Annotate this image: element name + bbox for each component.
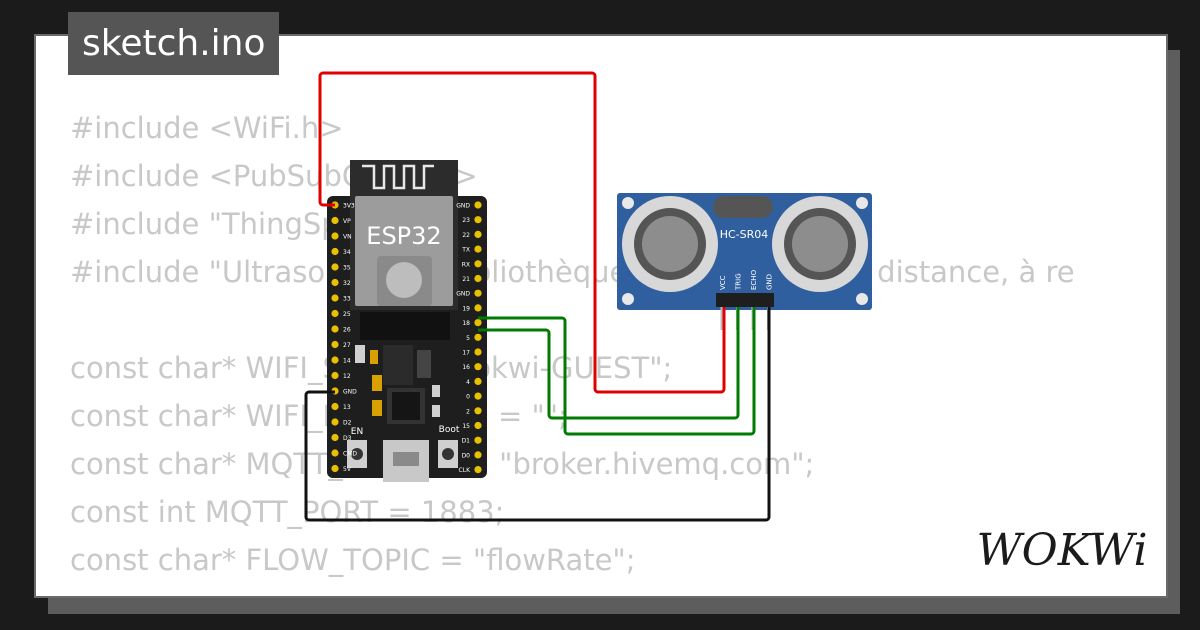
left-pin-label: 33 bbox=[343, 296, 351, 303]
left-pin[interactable] bbox=[331, 449, 339, 457]
left-pin[interactable] bbox=[331, 309, 339, 318]
left-pin[interactable] bbox=[331, 371, 339, 380]
left-pin-label: VP bbox=[343, 218, 351, 225]
esp32-label: ESP32 bbox=[366, 222, 441, 250]
right-pin-label: 18 bbox=[462, 320, 470, 327]
left-pin-label: 26 bbox=[343, 327, 351, 334]
right-pin-label: GND bbox=[456, 203, 470, 210]
right-pin[interactable] bbox=[474, 201, 482, 209]
right-pin[interactable] bbox=[474, 436, 482, 444]
right-pin-label: D1 bbox=[462, 438, 471, 445]
left-pin[interactable] bbox=[331, 325, 339, 333]
right-pin[interactable] bbox=[474, 245, 482, 253]
left-pin[interactable] bbox=[331, 402, 339, 411]
code-line: const int MQTT_PORT = 1883; bbox=[70, 495, 505, 529]
right-pin-label: 22 bbox=[462, 232, 470, 239]
left-pin-label: D3 bbox=[343, 435, 352, 442]
left-pin[interactable] bbox=[331, 433, 339, 442]
right-pin-label: RX bbox=[462, 261, 470, 268]
left-pin-label: 3V3 bbox=[343, 203, 355, 210]
right-pin[interactable] bbox=[474, 260, 482, 268]
wire-echo bbox=[478, 307, 740, 420]
right-pin[interactable] bbox=[474, 348, 482, 356]
right-pin-label: 5 bbox=[466, 335, 470, 342]
sensor-pin-label: TRIG bbox=[735, 273, 743, 291]
left-pin[interactable] bbox=[331, 278, 339, 287]
left-pin[interactable] bbox=[331, 418, 339, 426]
left-pin-label: 25 bbox=[343, 311, 351, 318]
left-pin-label: 32 bbox=[343, 280, 351, 287]
right-pin-label: D0 bbox=[462, 452, 471, 459]
left-pin[interactable] bbox=[331, 263, 339, 271]
right-pin[interactable] bbox=[474, 392, 482, 400]
right-pin[interactable] bbox=[474, 333, 482, 341]
wire-trig bbox=[478, 307, 756, 436]
right-pin-label: 23 bbox=[462, 217, 470, 224]
code-line: const char* FLOW_TOPIC = "flowRate"; bbox=[70, 543, 636, 577]
right-pin[interactable] bbox=[474, 319, 482, 327]
right-pin-label: 21 bbox=[462, 276, 470, 283]
left-pin[interactable] bbox=[331, 247, 339, 256]
esp32-board[interactable]: ESP32 EN Boot 3V3VPVN343532332526271412G… bbox=[327, 160, 487, 482]
sensor-pin-label: ECHO bbox=[750, 269, 758, 290]
right-pin[interactable] bbox=[474, 304, 482, 312]
file-tab[interactable]: sketch.ino bbox=[68, 12, 280, 75]
right-pin[interactable] bbox=[474, 466, 482, 474]
left-pin[interactable] bbox=[331, 340, 339, 349]
left-pin-label: VN bbox=[343, 234, 352, 241]
sensor-pin-label: VCC bbox=[719, 275, 727, 290]
right-pin[interactable] bbox=[474, 363, 482, 371]
right-pin[interactable] bbox=[474, 451, 482, 459]
right-pin[interactable] bbox=[474, 377, 482, 385]
espressif-logo-icon bbox=[386, 262, 422, 298]
left-pin-label: 5V bbox=[343, 466, 352, 473]
wokwi-logo: WOKWi bbox=[976, 525, 1147, 576]
left-pin-label: 27 bbox=[343, 342, 351, 349]
left-pin[interactable] bbox=[331, 356, 339, 364]
sensor-label: HC-SR04 bbox=[720, 228, 769, 241]
right-pin-label: 17 bbox=[462, 350, 470, 357]
en-button-label: EN bbox=[351, 427, 363, 437]
right-pin-label: 0 bbox=[466, 394, 470, 401]
right-pin-label: CLK bbox=[459, 467, 472, 474]
sensor-pin[interactable] bbox=[720, 306, 724, 330]
right-pin-label: TX bbox=[461, 247, 470, 254]
left-pin[interactable] bbox=[331, 216, 339, 225]
left-pin-label: D2 bbox=[343, 420, 352, 427]
right-pin[interactable] bbox=[474, 421, 482, 430]
left-pin[interactable] bbox=[331, 294, 339, 302]
right-pin[interactable] bbox=[474, 274, 482, 283]
right-pin-label: 19 bbox=[462, 305, 470, 312]
left-pin-label: 34 bbox=[343, 249, 351, 256]
left-pin[interactable] bbox=[331, 464, 339, 473]
boot-button-label: Boot bbox=[439, 425, 460, 435]
left-pin-label: GND bbox=[343, 389, 357, 396]
right-pin[interactable] bbox=[474, 230, 482, 238]
right-pin-label: 4 bbox=[466, 379, 470, 386]
wire-vcc bbox=[318, 71, 726, 394]
right-pin-label: GND bbox=[456, 291, 470, 298]
right-pin[interactable] bbox=[474, 289, 482, 297]
right-pin[interactable] bbox=[474, 407, 482, 415]
wires bbox=[304, 71, 771, 522]
left-pin-label: 35 bbox=[343, 265, 351, 272]
left-pin[interactable] bbox=[331, 232, 339, 240]
left-pin-label: 14 bbox=[343, 358, 351, 365]
left-pin-label: 12 bbox=[343, 373, 351, 380]
right-pin-label: 16 bbox=[462, 364, 470, 371]
preview-card: #include <WiFi.h>#include <PubSubClient.… bbox=[34, 34, 1168, 598]
right-pin[interactable] bbox=[474, 216, 482, 224]
right-pin-label: 15 bbox=[462, 423, 470, 430]
wire-gnd bbox=[304, 307, 771, 522]
left-pin-label: 13 bbox=[343, 404, 351, 411]
left-pin-label: CMD bbox=[343, 451, 357, 458]
hc-sr04-sensor[interactable]: HC-SR04 VCC TRIG ECHO GND bbox=[617, 193, 872, 330]
right-pin-label: 2 bbox=[466, 408, 470, 415]
sensor-pin-label: GND bbox=[766, 274, 774, 290]
